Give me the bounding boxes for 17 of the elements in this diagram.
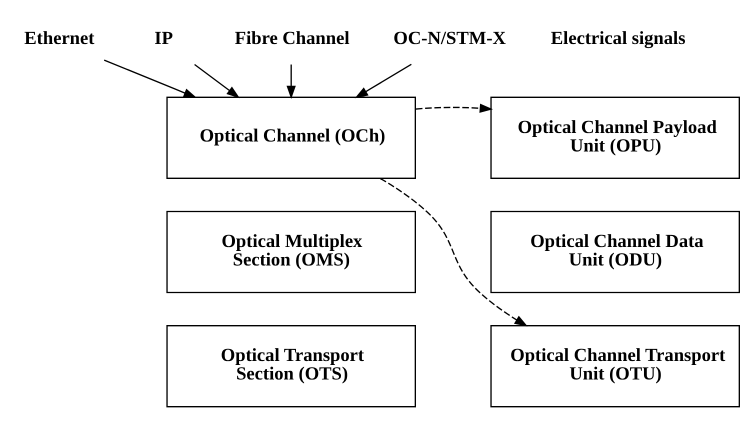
node-text: Ethernet — [24, 27, 94, 48]
node-box: Optical Multiplex Section (OMS) — [166, 210, 416, 293]
arrow — [286, 64, 296, 99]
node-box: Optical Transport Section (OTS) — [166, 324, 416, 407]
node-text: OC-N/STM-X — [393, 27, 506, 48]
node-text: Fibre Channel — [234, 27, 350, 48]
arrow — [104, 58, 197, 98]
node-box: Optical Channel Transport Unit (OTU) — [490, 324, 740, 407]
arrow — [416, 103, 493, 112]
node-box: Optical Channel (OCh) — [166, 96, 416, 178]
label: Electrical signals — [550, 27, 686, 48]
arrow — [354, 63, 412, 98]
node-text: IP — [154, 27, 174, 48]
node-box: Optical Channel Data Unit (ODU) — [490, 210, 740, 293]
node-box: Optical Channel Payload Unit (OPU) — [490, 96, 740, 178]
arrow — [380, 177, 528, 326]
arrow — [194, 64, 240, 98]
